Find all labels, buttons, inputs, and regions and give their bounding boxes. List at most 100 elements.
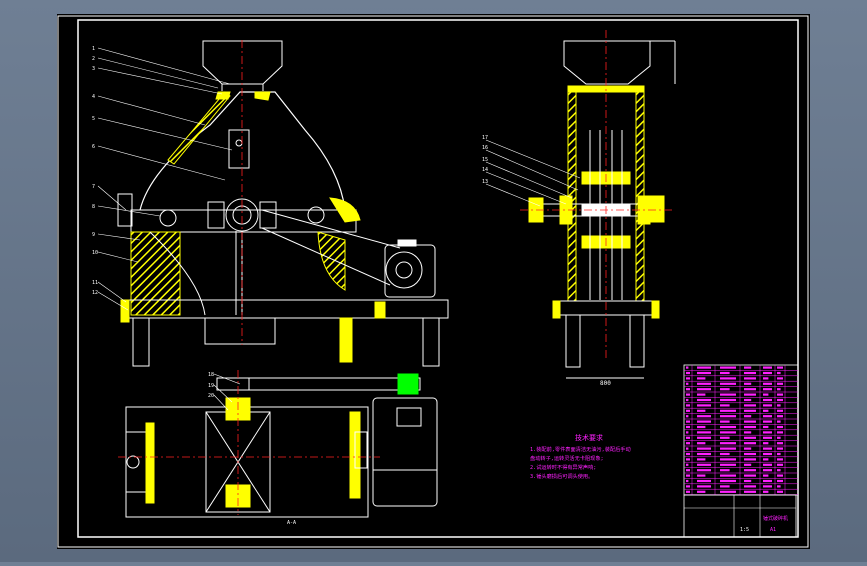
notes-line-4: 3.锤头磨损后可调头使用。 [530, 472, 593, 480]
parts-table-cell-text [777, 398, 783, 402]
parts-table-cell-text [686, 371, 690, 375]
side-dimension: 800 [600, 380, 611, 387]
top-leader-0-line [213, 373, 241, 385]
parts-table-cell-text [697, 442, 706, 445]
parts-table-cell-text [777, 415, 783, 418]
parts-table-cell-text [744, 415, 752, 418]
parts-table-cell-text [686, 474, 690, 477]
parts-table-cell-text [697, 485, 711, 488]
inclined-plate-section [167, 91, 231, 165]
front-leader-4-label: 5 [92, 116, 95, 122]
parts-table-cell-text [763, 382, 772, 385]
parts-table-cell-text [763, 377, 769, 380]
parts-table-cell-text [777, 382, 783, 385]
side-view [528, 40, 676, 379]
sheet-outer-border [57, 15, 809, 548]
parts-table-cell-text [763, 371, 772, 375]
notes-line-1: 1.装配前,零件表面清洁无油污,装配后手动 [530, 445, 631, 453]
parts-table-cell-text [697, 393, 706, 396]
parts-table-cell-text [720, 479, 736, 483]
parts-table-cell-text [744, 458, 756, 461]
parts-table-cell-text [720, 463, 736, 466]
front-leader-2-line [97, 67, 223, 95]
parts-table-cell-text [686, 382, 689, 385]
parts-table-cell-text [763, 474, 769, 477]
parts-table-cell-text [744, 436, 756, 439]
parts-table-cell-text [763, 431, 772, 434]
parts-table-cell-text [686, 442, 690, 445]
parts-table-cell-text [777, 474, 783, 477]
parts-table-cell-text [720, 425, 736, 429]
parts-table-cell-text [777, 447, 783, 450]
front-leader-1-line [97, 57, 219, 89]
parts-table-cell-text [777, 371, 781, 375]
parts-table-cell-text [744, 474, 756, 477]
parts-table-cell-text [763, 398, 772, 402]
technical-notes: 技术要求 1.装配前,零件表面清洁无油污,装配后手动 盘动转子,运转灵活无卡阻现… [530, 433, 631, 480]
side-casing-right-wall [635, 85, 645, 302]
parts-table-cell-text [686, 447, 689, 450]
parts-table-cell-text [686, 469, 690, 472]
parts-table-cell-text [686, 366, 689, 369]
front-leader-8-label: 9 [92, 232, 95, 238]
front-leader-3-label: 4 [92, 94, 95, 100]
parts-table-cell-text [763, 415, 772, 418]
parts-table-cell-text [744, 463, 752, 466]
side-leader-0-line [485, 139, 581, 179]
front-leader-6-line [97, 185, 127, 211]
section-label-top: A-A [287, 520, 296, 526]
parts-table-cell-text [744, 404, 756, 407]
parts-table-cell-text [763, 458, 769, 461]
parts-table-cell-text [697, 474, 706, 477]
parts-table-cell-text [763, 485, 772, 488]
top-view [125, 373, 438, 518]
parts-table-cell-text [720, 452, 730, 456]
sheet-background [57, 14, 810, 549]
parts-table-cell-text [777, 442, 783, 445]
side-leader-2-line [485, 161, 573, 199]
parts-table-cell-text [763, 463, 772, 466]
parts-table-cell-text [720, 485, 730, 488]
parts-table-cell-text [744, 388, 756, 391]
parts-table-cell-text [686, 431, 689, 434]
motor-top [372, 397, 438, 507]
parts-table-cell-text [744, 382, 752, 385]
parts-table-cell-text [697, 377, 706, 380]
parts-table-cell-text [777, 431, 783, 434]
front-leader-11-line [97, 291, 129, 311]
parts-table-cell-text [697, 382, 711, 385]
parts-table-cell-text [744, 447, 752, 450]
parts-table-cell-text [744, 393, 756, 396]
parts-table-cell-text [686, 415, 689, 418]
parts-table-cell-text [777, 409, 783, 412]
parts-table-cell-text [686, 398, 689, 402]
parts-table-cell-text [777, 366, 783, 369]
parts-table-cell-text [763, 479, 772, 483]
parts-table-cell-text [744, 371, 756, 375]
parts-table-cell-text [763, 469, 772, 472]
parts-table-cell-text [720, 398, 736, 402]
parts-table-cell-text [720, 458, 736, 461]
notes-line-3: 2.试运转时不得有异常声响; [530, 463, 596, 471]
parts-table-cell-text [744, 490, 756, 493]
parts-table-cell-text [697, 463, 711, 466]
parts-table-cell-text [720, 371, 730, 375]
notes-line-2: 盘动转子,运转灵活无卡阻现象; [530, 454, 604, 462]
lower-casing-right-section [317, 231, 346, 291]
top-leader-1-line [213, 384, 233, 403]
parts-table-cell-text [720, 436, 730, 439]
front-leader-4-line [97, 117, 233, 151]
parts-table-cell-text [697, 469, 711, 472]
parts-table-cell-text [720, 393, 736, 396]
front-leader-2-label: 3 [92, 66, 95, 72]
parts-table-cell-text [744, 398, 752, 402]
parts-table-cell-text [777, 377, 783, 380]
parts-table-cell-text [777, 393, 783, 396]
parts-table-cell-text [744, 431, 752, 434]
parts-table-cell-text [777, 436, 781, 439]
front-leader-1-label: 2 [92, 56, 95, 62]
front-leader-11-label: 12 [92, 290, 98, 296]
parts-table-cell-text [777, 463, 783, 466]
parts-table-cell-text [744, 469, 756, 472]
